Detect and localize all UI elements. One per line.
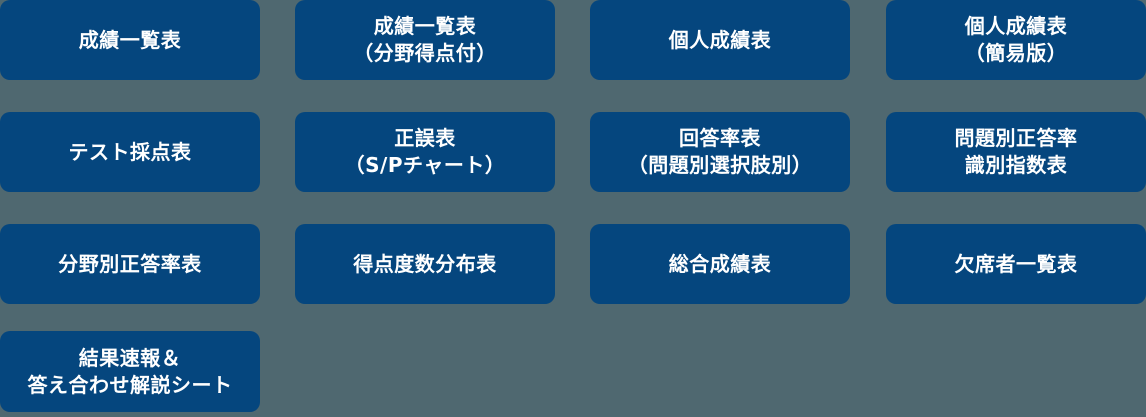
- tile-kaitouritsu[interactable]: 回答率表 （問題別選択肢別）: [590, 112, 850, 192]
- tile-seiseki-ichiran[interactable]: 成績一覧表: [0, 0, 260, 80]
- tile-kojin-seiseki-kani[interactable]: 個人成績表 （簡易版）: [886, 0, 1146, 80]
- tile-seigo-sp-chart[interactable]: 正誤表 （S/Pチャート）: [295, 112, 555, 192]
- tile-label: 総合成績表: [668, 251, 772, 276]
- tile-label: 個人成績表: [668, 27, 772, 52]
- tile-label: 成績一覧表: [78, 27, 182, 52]
- tile-sublabel: （分野得点付）: [353, 41, 497, 65]
- tile-kekka-sokuhou[interactable]: 結果速報＆ 答え合わせ解説シート: [0, 331, 260, 412]
- tile-sougou-seiseki[interactable]: 総合成績表: [590, 224, 850, 304]
- tile-sublabel: 答え合わせ解説シート: [27, 372, 233, 397]
- tile-label: 個人成績表: [964, 14, 1068, 38]
- tile-sublabel: （簡易版）: [964, 41, 1068, 65]
- tile-label: 回答率表: [679, 126, 761, 150]
- tile-test-saiten[interactable]: テスト採点表: [0, 112, 260, 192]
- tile-seiseki-ichiran-bunya[interactable]: 成績一覧表 （分野得点付）: [295, 0, 555, 80]
- tile-kesseki-ichiran[interactable]: 欠席者一覧表: [886, 224, 1146, 304]
- tile-sublabel: （問題別選択肢別）: [627, 153, 813, 177]
- tile-label: 欠席者一覧表: [954, 251, 1078, 276]
- tile-label: テスト採点表: [68, 139, 192, 164]
- tile-label: 分野別正答率表: [58, 251, 202, 276]
- tile-kojin-seiseki[interactable]: 個人成績表: [590, 0, 850, 80]
- tile-label: 正誤表: [394, 126, 456, 150]
- tile-tokuten-dosuu-bunpu[interactable]: 得点度数分布表: [295, 224, 555, 304]
- tile-label: 問題別正答率: [954, 126, 1078, 150]
- tile-label: 結果速報＆: [78, 345, 182, 370]
- tile-label: 得点度数分布表: [353, 251, 497, 276]
- tile-mondaibetsu-shikibetsu[interactable]: 問題別正答率 識別指数表: [886, 112, 1146, 192]
- tile-sublabel: 識別指数表: [964, 153, 1068, 177]
- tile-label: 成績一覧表: [373, 14, 477, 38]
- tile-sublabel: （S/Pチャート）: [344, 153, 506, 177]
- tile-bunyabetsu-seitouritsu[interactable]: 分野別正答率表: [0, 224, 260, 304]
